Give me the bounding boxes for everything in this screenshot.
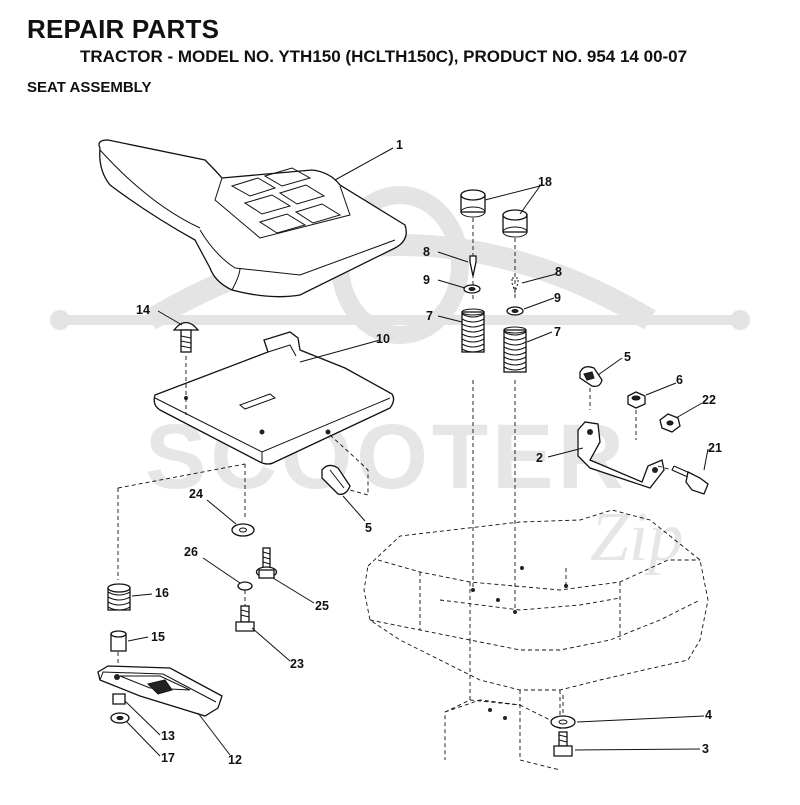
callout-24: 24 <box>189 487 203 501</box>
clip-part-5-right <box>579 366 603 410</box>
seat-part-1 <box>98 139 407 298</box>
callout-18: 18 <box>538 175 552 189</box>
callout-8-right: 8 <box>555 265 562 279</box>
bumper-part-18-left <box>460 189 486 218</box>
callout-7-left: 7 <box>426 309 433 323</box>
plate-part-12 <box>97 665 223 717</box>
bolt-part-25 <box>255 547 278 579</box>
watermark-script: Zip <box>590 499 683 576</box>
callout-9-left: 9 <box>423 273 430 287</box>
bracket-part-2 <box>577 421 665 489</box>
callout-6: 6 <box>676 373 683 387</box>
callout-2: 2 <box>536 451 543 465</box>
carriage-bolt-part-14 <box>172 321 200 415</box>
callout-17: 17 <box>161 751 175 765</box>
callout-26: 26 <box>184 545 198 559</box>
callout-12: 12 <box>228 753 242 767</box>
leader-lines <box>124 147 709 757</box>
pin-part-8-left <box>469 255 477 277</box>
callout-3: 3 <box>702 742 709 756</box>
spring-part-7-left <box>461 308 485 353</box>
watermark: SCOOTER Zip <box>50 186 750 576</box>
nut-part-6 <box>627 391 646 440</box>
pin-part-8-right <box>511 277 519 294</box>
clip-part-5-left <box>321 434 369 496</box>
spring-part-7-right <box>503 326 527 373</box>
callout-4: 4 <box>705 708 712 722</box>
washer-part-4 <box>550 695 576 729</box>
callout-1: 1 <box>396 138 403 152</box>
page-title: REPAIR PARTS <box>27 14 220 44</box>
spacer-part-15 <box>110 630 127 668</box>
tractor-frame-outline <box>363 509 709 771</box>
callout-22: 22 <box>702 393 716 407</box>
callout-25: 25 <box>315 599 329 613</box>
washer-part-24 <box>231 523 255 537</box>
guide-line-pan <box>117 463 246 489</box>
seat-pan-part-10 <box>153 331 395 465</box>
callout-13: 13 <box>161 729 175 743</box>
callout-5-right: 5 <box>624 350 631 364</box>
callout-15: 15 <box>151 630 165 644</box>
bolt-part-3 <box>553 731 573 757</box>
bumper-part-18-right <box>502 209 528 238</box>
callout-7-right: 7 <box>554 325 561 339</box>
bolt-part-21 <box>657 465 709 495</box>
callout-14: 14 <box>136 303 150 317</box>
bolt-part-23 <box>235 605 255 632</box>
callout-10: 10 <box>376 332 390 346</box>
spring-part-16 <box>107 583 131 611</box>
washer-part-9-right <box>506 306 524 316</box>
callout-23: 23 <box>290 657 304 671</box>
washer-part-9-left <box>463 284 481 294</box>
page-subtitle: TRACTOR - MODEL NO. YTH150 (HCLTH150C), … <box>80 47 688 66</box>
callout-21: 21 <box>708 441 722 455</box>
callout-5-left: 5 <box>365 521 372 535</box>
callout-16: 16 <box>155 586 169 600</box>
nut-part-22 <box>659 413 681 433</box>
callout-8-left: 8 <box>423 245 430 259</box>
callout-9-right: 9 <box>554 291 561 305</box>
nut-part-13 <box>112 693 126 705</box>
section-title: SEAT ASSEMBLY <box>27 79 152 96</box>
washer-part-17 <box>110 712 130 724</box>
